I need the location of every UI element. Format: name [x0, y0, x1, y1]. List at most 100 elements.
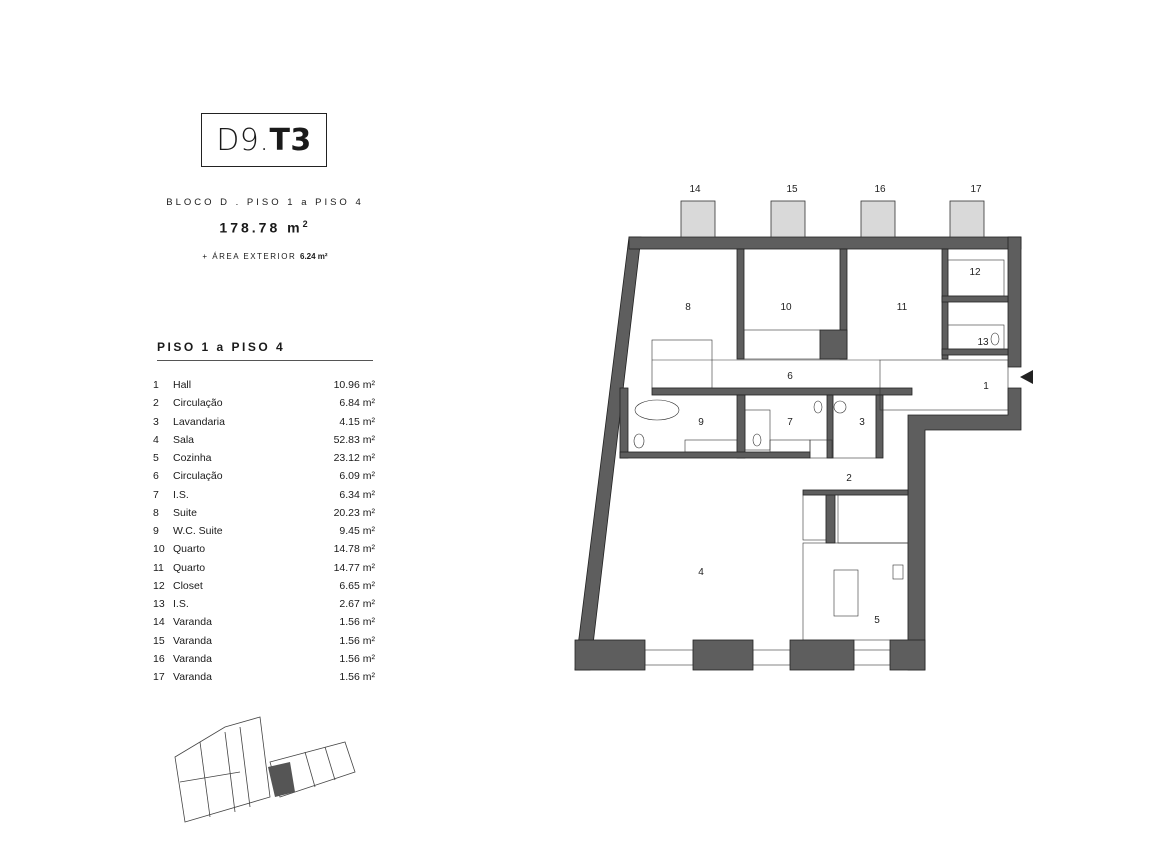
room-area: 23.12 m²	[333, 452, 375, 465]
label-1: 1	[983, 381, 989, 392]
wall-lav-right	[875, 394, 884, 459]
label-12: 12	[969, 267, 981, 278]
unit-title: D9.T3	[201, 113, 327, 167]
balcony-16	[860, 200, 896, 238]
window-bottom-1	[644, 649, 694, 666]
entrance-arrow-icon	[1020, 370, 1033, 384]
room-area: 10.96 m²	[333, 379, 375, 392]
bed-suite	[651, 339, 713, 389]
room-name: Circulação	[173, 470, 223, 483]
room-area: 1.56 m²	[339, 652, 375, 665]
room-name: Hall	[173, 379, 192, 392]
toilet-7b	[813, 400, 823, 414]
room-name: Lavandaria	[173, 415, 225, 428]
label-8: 8	[685, 302, 691, 313]
window-bottom-3	[853, 649, 891, 666]
room-row: 6 Circulação 6.09 m²	[153, 467, 375, 485]
unit-type: T3	[269, 122, 312, 158]
kitchen-counter	[802, 542, 909, 641]
balcony-15	[770, 200, 806, 238]
room-name: I.S.	[173, 598, 189, 611]
wc-9-vanity	[684, 439, 738, 453]
lav-3	[832, 394, 877, 459]
room-area: 1.56 m²	[339, 671, 375, 684]
room-number: 1	[153, 379, 159, 392]
room-name: Circulação	[173, 397, 223, 410]
toilet-9	[633, 433, 645, 449]
exterior-wall-top	[628, 236, 1022, 250]
exterior-area-prefix: + ÁREA EXTERIOR	[202, 252, 297, 261]
room-number: 2	[153, 397, 159, 410]
room-name: W.C. Suite	[173, 525, 223, 538]
exterior-wall-right-lower	[907, 387, 1022, 671]
lav-shelf	[809, 439, 833, 459]
unit-code: D9.	[216, 122, 270, 158]
current-unit-marker	[268, 762, 295, 797]
wall-kitchen-left	[825, 492, 836, 544]
pantry	[802, 494, 827, 541]
kitchen-island	[833, 569, 859, 617]
room-number: 11	[153, 561, 164, 574]
room-area: 14.78 m²	[333, 543, 375, 556]
bathtub	[634, 399, 680, 421]
room-name: Quarto	[173, 561, 206, 574]
wall-closet-left	[941, 248, 949, 360]
room-name: Quarto	[173, 543, 206, 556]
room-name: Varanda	[173, 634, 212, 647]
closet-12	[947, 259, 1005, 297]
room-row: 14 Varanda 1.56 m²	[153, 613, 375, 631]
room-number: 3	[153, 415, 159, 428]
is-7-vanity-2	[769, 439, 811, 453]
toilet-7a	[752, 433, 762, 447]
exterior-wall-bottom-4	[889, 639, 926, 671]
kitchen-sink	[892, 564, 904, 580]
room-area: 1.56 m²	[339, 616, 375, 629]
wall-is13-bottom	[941, 348, 1009, 356]
toilet-13	[990, 332, 1000, 346]
room-name: Suite	[173, 506, 197, 519]
label-4: 4	[698, 567, 704, 578]
wall-closet-bottom	[941, 295, 1009, 303]
label-10: 10	[780, 302, 792, 313]
room-number: 5	[153, 452, 159, 465]
bed-quarto10	[743, 329, 821, 360]
label-7: 7	[787, 417, 793, 428]
balcony-14	[680, 200, 716, 238]
room-number: 14	[153, 616, 165, 629]
total-area-value: 178.78 m	[219, 219, 303, 236]
label-9: 9	[698, 417, 704, 428]
location-text: BLOCO D . PISO 1 a PISO 4	[166, 197, 364, 208]
room-area: 6.34 m²	[339, 488, 375, 501]
room-name: Varanda	[173, 671, 212, 684]
room-name: Varanda	[173, 652, 212, 665]
room-name: Varanda	[173, 616, 212, 629]
exterior-wall-bottom-2	[692, 639, 754, 671]
site-key-map	[174, 716, 356, 823]
room-number: 12	[153, 579, 165, 592]
exterior-wall-bottom-3	[789, 639, 855, 671]
room-number: 6	[153, 470, 159, 483]
label-13: 13	[977, 337, 989, 348]
kitchen-upper	[837, 494, 909, 544]
label-5: 5	[874, 615, 880, 626]
label-14: 14	[689, 184, 701, 195]
balcony-17	[949, 200, 985, 238]
room-area: 6.09 m²	[339, 470, 375, 483]
label-16: 16	[874, 184, 886, 195]
hall-1	[879, 359, 1009, 411]
room-name: I.S.	[173, 488, 189, 501]
exterior-area-value: 6.24 m²	[300, 252, 328, 261]
is-7-vanity	[744, 409, 771, 451]
room-number: 4	[153, 433, 159, 446]
